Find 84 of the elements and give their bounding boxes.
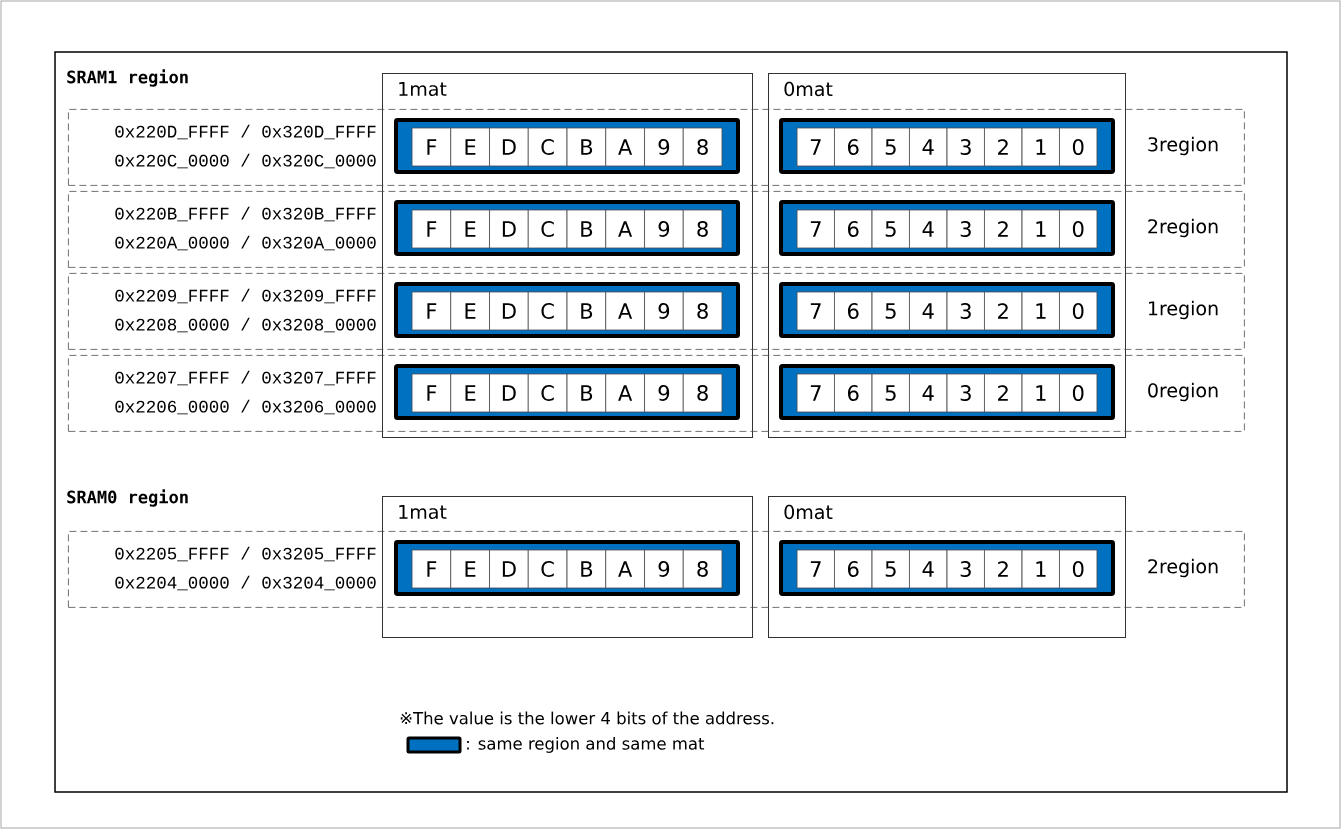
value-cell: C — [527, 549, 568, 589]
value-cell: 7 — [796, 209, 835, 249]
value-cell: E — [450, 291, 490, 331]
value-cell: 2 — [984, 549, 1023, 589]
value-cell: 4 — [909, 549, 948, 589]
value-cell: E — [450, 549, 490, 589]
value-cell: 3 — [946, 373, 985, 413]
value-cell: D — [489, 291, 529, 331]
value-cell: B — [566, 127, 607, 167]
value-cell: E — [450, 373, 490, 413]
note: ※The value is the lower 4 bits of the address. — [400, 711, 774, 725]
value-cell: 3 — [946, 127, 985, 167]
value-cell: 9 — [644, 549, 684, 589]
value-cell: 6 — [834, 127, 873, 167]
value-cell: 6 — [834, 549, 873, 589]
value-cell: 7 — [796, 291, 835, 331]
value-cell: 0 — [1059, 291, 1098, 331]
value-cell: E — [450, 209, 490, 249]
value-cell: 1 — [1021, 209, 1060, 249]
value-cell: B — [566, 549, 607, 589]
value-cell: 5 — [871, 549, 910, 589]
value-cell: 4 — [909, 209, 948, 249]
value-cell: 4 — [909, 373, 948, 413]
value-cell: 1 — [1021, 373, 1060, 413]
value-cell: 2 — [984, 373, 1023, 413]
value-cell: 5 — [871, 373, 910, 413]
value-cell: 8 — [682, 373, 723, 413]
value-cell: 4 — [909, 291, 948, 331]
value-cell: 8 — [682, 209, 723, 249]
value-cell: D — [489, 549, 529, 589]
value-cell: F — [411, 127, 452, 167]
value-cell: 4 — [909, 127, 948, 167]
value-cell: 3 — [946, 209, 985, 249]
section-heading: SRAM0 region — [67, 489, 188, 507]
value-cell: B — [566, 373, 607, 413]
value-cell: F — [411, 373, 452, 413]
value-cell: 9 — [644, 127, 684, 167]
value-cell: 7 — [796, 549, 835, 589]
value-cell: 9 — [644, 291, 684, 331]
value-cell: D — [489, 373, 529, 413]
value-cell: 2 — [984, 127, 1023, 167]
value-cell: A — [605, 549, 645, 589]
value-cell: B — [566, 291, 607, 331]
value-cell: 5 — [871, 291, 910, 331]
value-cell: 3 — [946, 291, 985, 331]
value-cell: C — [527, 209, 568, 249]
value-cell: 8 — [682, 127, 723, 167]
value-cell: B — [566, 209, 607, 249]
value-cell: 8 — [682, 291, 723, 331]
value-cell: A — [605, 127, 645, 167]
value-cell: E — [450, 127, 490, 167]
value-cell: 0 — [1059, 209, 1098, 249]
value-cell: F — [411, 549, 452, 589]
value-cell: 8 — [682, 549, 723, 589]
value-cell: 7 — [796, 127, 835, 167]
value-cell: 5 — [871, 209, 910, 249]
value-cell: 1 — [1021, 291, 1060, 331]
value-cell: C — [527, 291, 568, 331]
value-cell: F — [411, 291, 452, 331]
value-cell: D — [489, 127, 529, 167]
value-cell: 5 — [871, 127, 910, 167]
value-cell: D — [489, 209, 529, 249]
section-heading: SRAM1 region — [67, 69, 188, 87]
value-cell: 2 — [984, 291, 1023, 331]
value-cell: 3 — [946, 549, 985, 589]
value-cell: 1 — [1021, 549, 1060, 589]
value-cell: F — [411, 209, 452, 249]
value-cell: A — [605, 209, 645, 249]
value-cell: 6 — [834, 373, 873, 413]
value-cell: 6 — [834, 209, 873, 249]
value-cell: A — [605, 291, 645, 331]
value-cell: 6 — [834, 291, 873, 331]
value-cell: 7 — [796, 373, 835, 413]
value-cell: 9 — [644, 373, 684, 413]
value-cell: 9 — [644, 209, 684, 249]
value-cell: C — [527, 373, 568, 413]
value-cell: 0 — [1059, 549, 1098, 589]
value-cell: 1 — [1021, 127, 1060, 167]
value-cell: 0 — [1059, 127, 1098, 167]
value-cell: 2 — [984, 209, 1023, 249]
legend-text: : same region and same mat — [467, 737, 705, 753]
value-cell: A — [605, 373, 645, 413]
value-cell: C — [527, 127, 568, 167]
value-cell: 0 — [1059, 373, 1098, 413]
